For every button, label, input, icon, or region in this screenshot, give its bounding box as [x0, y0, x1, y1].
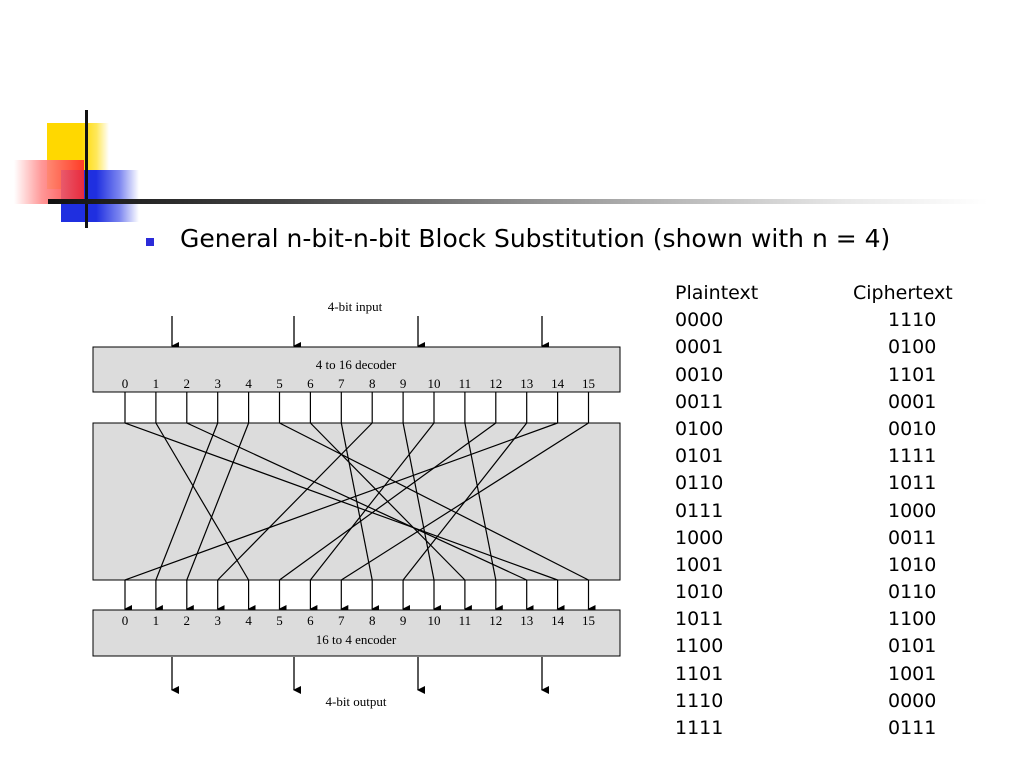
encoder-port-number: 15: [582, 613, 595, 628]
decoder-port-number: 14: [551, 376, 565, 391]
plaintext-header: Plaintext: [675, 282, 759, 304]
output-arrows: [171, 657, 549, 694]
bullet-icon: [146, 238, 154, 246]
ciphertext-cell: 1011: [888, 472, 937, 495]
encoder-port-number: 2: [184, 613, 191, 628]
encoder-port-number: 12: [489, 613, 502, 628]
plaintext-cell: 1110: [675, 689, 724, 712]
ciphertext-cell: 1001: [888, 662, 937, 685]
decoder-port-number: 6: [307, 376, 314, 391]
ciphertext-cell: 0011: [888, 526, 937, 549]
decoder-port-number: 7: [338, 376, 345, 391]
decoder-port-number: 3: [214, 376, 221, 391]
ciphertext-cell: 0110: [888, 581, 937, 604]
decoder-port-number: 13: [520, 376, 533, 391]
ciphertext-cell: 1111: [888, 445, 937, 468]
encoder-port-number: 7: [338, 613, 345, 628]
decoder-port-number: 12: [489, 376, 502, 391]
encoder-port-number: 8: [369, 613, 376, 628]
plaintext-cell: 0111: [675, 499, 724, 522]
plaintext-column: Plaintext 0000 0001 0010 0011 0100 0101 0110 01…: [675, 280, 758, 742]
permutation-wire: [464, 422, 497, 581]
plaintext-cell: 1101: [675, 662, 724, 685]
input-label: 4-bit input: [328, 299, 383, 314]
decoder-port-number: 9: [400, 376, 407, 391]
ciphertext-cell: 1000: [888, 499, 937, 522]
input-arrows: [171, 316, 549, 350]
ciphertext-header: Ciphertext: [853, 282, 953, 304]
permutation-wire: [309, 422, 435, 581]
encoder-box: [92, 609, 621, 657]
permutation-wire: [279, 422, 589, 581]
ciphertext-cell: 0001: [888, 390, 937, 413]
plaintext-cell: 1001: [675, 553, 724, 576]
encoder-port-number: 6: [307, 613, 314, 628]
decoder-port-number: 0: [122, 376, 129, 391]
decoder-box: [92, 346, 621, 393]
output-label: 4-bit output: [325, 694, 386, 709]
encoder-port-number: 9: [400, 613, 407, 628]
encoder-port-number: 4: [245, 613, 252, 628]
permutation-wires: [124, 392, 596, 613]
plaintext-cell: 1010: [675, 581, 724, 604]
ciphertext-column: Ciphertext 1110 0100 1101 0001 0010 1111 1011 1…: [853, 280, 953, 742]
encoder-port-number: 1: [153, 613, 160, 628]
decor-red-square: [14, 160, 84, 204]
permutation-wire: [124, 422, 558, 581]
ciphertext-cell: 0100: [888, 336, 937, 359]
decoder-port-number: 11: [459, 376, 472, 391]
permutation-wire: [155, 422, 250, 581]
decoder-port-number: 15: [582, 376, 595, 391]
ciphertext-cell: 1110: [888, 309, 937, 332]
decoder-port-number: 4: [245, 376, 252, 391]
bullet-text: General n-bit-n-bit Block Substitution (…: [180, 224, 891, 253]
plaintext-cell: 0000: [675, 309, 724, 332]
ciphertext-cell: 0000: [888, 689, 937, 712]
permutation-wire: [217, 422, 373, 581]
encoder-port-number: 13: [520, 613, 533, 628]
plaintext-cell: 1000: [675, 526, 724, 549]
decoder-port-number: 2: [184, 376, 191, 391]
encoder-port-number: 11: [459, 613, 472, 628]
decoder-port-number: 8: [369, 376, 376, 391]
plaintext-cell: 0001: [675, 336, 724, 359]
plaintext-cell: 0101: [675, 445, 724, 468]
decoder-port-number: 1: [153, 376, 160, 391]
permutation-wire: [155, 422, 219, 581]
permutation-wire: [402, 422, 435, 581]
decoder-label: 4 to 16 decoder: [316, 357, 397, 372]
encoder-port-number: 5: [276, 613, 283, 628]
plaintext-cell: 1111: [675, 717, 724, 739]
decoder-port-number: 5: [276, 376, 283, 391]
title-rule: [48, 199, 988, 204]
ciphertext-cell: 1100: [888, 608, 937, 631]
plaintext-cell: 1011: [675, 608, 724, 631]
encoder-port-number: 14: [551, 613, 565, 628]
ciphertext-cell: 1101: [888, 363, 937, 386]
encoder-port-number: 0: [122, 613, 129, 628]
plaintext-cell: 0010: [675, 363, 724, 386]
encoder-port-number: 3: [214, 613, 221, 628]
plaintext-cell: 1100: [675, 635, 724, 658]
plaintext-cell: 0100: [675, 417, 724, 440]
plaintext-cell: 0011: [675, 390, 724, 413]
ciphertext-cell: 0101: [888, 635, 937, 658]
ciphertext-cell: 0111: [888, 717, 937, 739]
ciphertext-cell: 0010: [888, 417, 937, 440]
decoder-port-number: 10: [428, 376, 441, 391]
ciphertext-cell: 1010: [888, 553, 937, 576]
encoder-port-number: 10: [428, 613, 441, 628]
permutation-wire: [279, 422, 497, 581]
encoder-label: 16 to 4 encoder: [316, 632, 397, 647]
plaintext-cell: 0110: [675, 472, 724, 495]
decor-vertical-line: [85, 110, 88, 228]
permutation-wire: [340, 422, 589, 581]
